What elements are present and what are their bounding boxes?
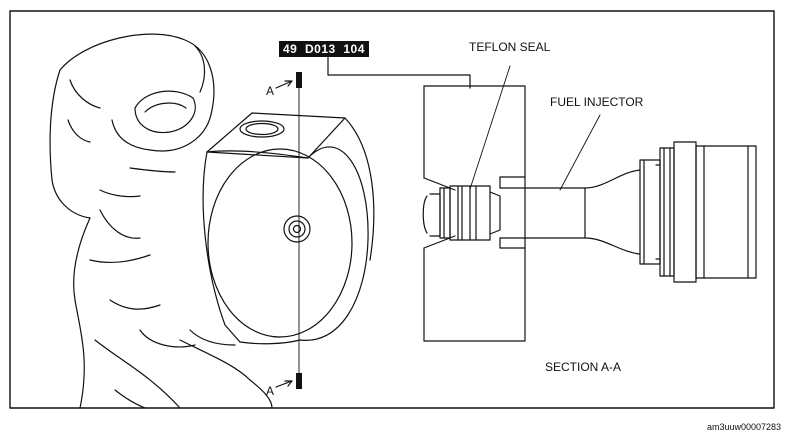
teflon-seal-leader <box>469 65 511 190</box>
teflon-seal-label: TEFLON SEAL <box>469 40 551 54</box>
section-marker-top: A <box>266 84 275 98</box>
section-marker-bottom: A <box>266 384 275 398</box>
special-tool-block <box>202 112 375 345</box>
hand-illustration <box>49 33 273 409</box>
figure-frame <box>9 10 775 409</box>
tool-leader <box>327 56 471 89</box>
section-line-a-a <box>275 72 302 389</box>
figure-id: am3uuw00007283 <box>706 422 781 432</box>
section-caption: SECTION A-A <box>545 360 622 374</box>
fuel-injector-leader <box>559 114 601 191</box>
fuel-injector-label: FUEL INJECTOR <box>550 95 644 109</box>
section-view <box>422 85 757 342</box>
tool-number-label: 49 D013 104 <box>279 41 369 57</box>
